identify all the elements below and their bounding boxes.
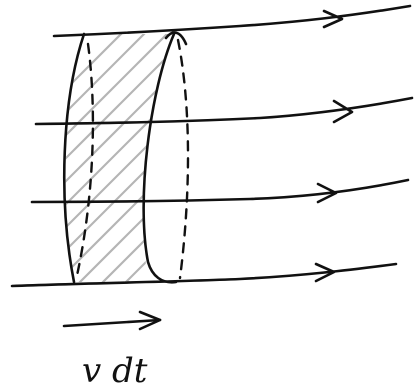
second-cross-section-top-cap xyxy=(164,31,188,46)
streamline-2 xyxy=(34,96,414,126)
displacement-arrowhead xyxy=(138,310,162,331)
displacement-arrow xyxy=(62,318,162,328)
streamline-1 xyxy=(52,4,412,38)
streamline-3-arrowhead xyxy=(316,182,338,204)
displacement-label: v dt xyxy=(82,351,148,391)
streamline-3 xyxy=(30,178,410,204)
streamline-4 xyxy=(10,262,398,288)
streamline-1-arrowhead xyxy=(322,9,344,29)
second-cross-section-front-edge xyxy=(142,32,178,284)
streamline-2-arrowhead xyxy=(332,99,354,124)
second-cross-section-back-edge xyxy=(176,38,190,280)
first-cross-section-front-edge xyxy=(63,32,86,284)
streamline-4-arrowhead xyxy=(314,262,336,283)
first-cross-section-back-edge xyxy=(74,42,95,282)
